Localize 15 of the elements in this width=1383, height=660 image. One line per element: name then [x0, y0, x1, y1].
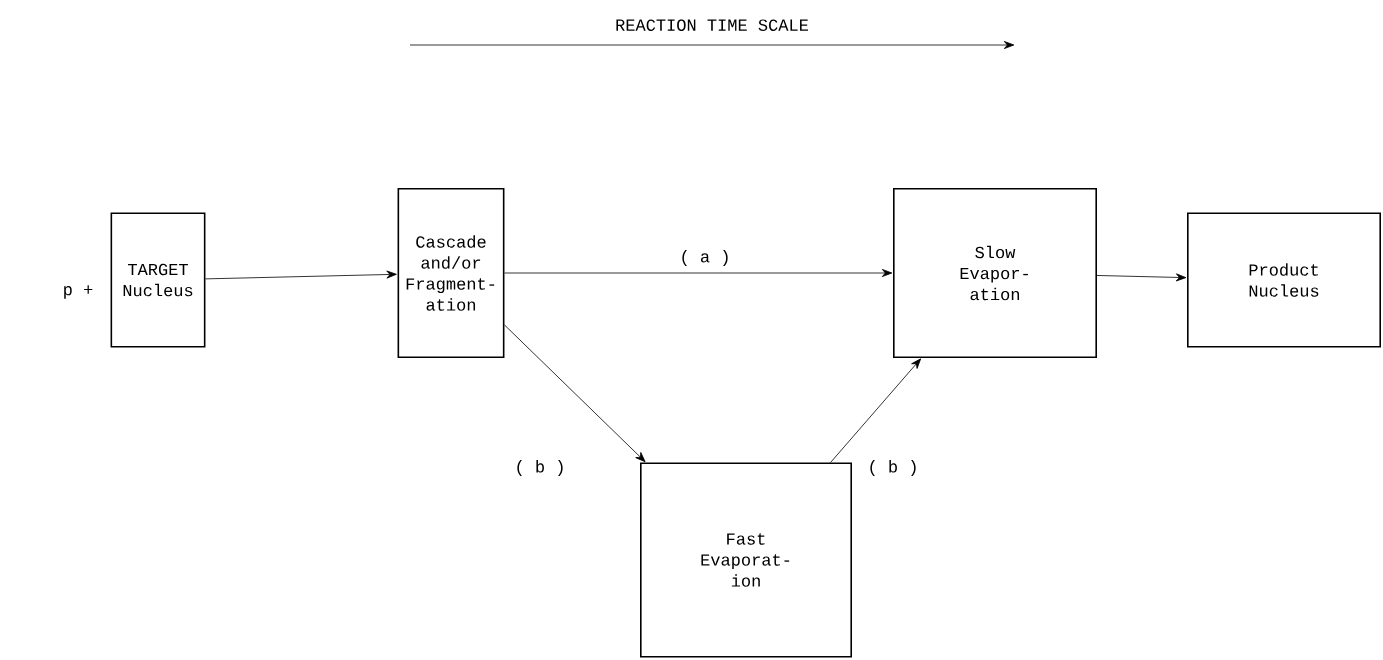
process-box: TARGET Nucleus	[110, 212, 206, 348]
edge-label: ( b )	[865, 458, 921, 478]
process-box: Product Nucleus	[1187, 212, 1381, 348]
label: p +	[64, 285, 93, 299]
title: REACTION TIME SCALE	[616, 19, 808, 31]
process-box: Cascade and/or Fragment- ation	[397, 188, 505, 358]
arrow	[504, 269, 893, 277]
arrow	[205, 270, 397, 280]
process-box: Fast Evaporat- ion	[640, 462, 852, 658]
edge-label: ( a )	[677, 248, 733, 268]
process-box: Slow Evapor- ation	[893, 188, 1097, 358]
arrow	[1096, 273, 1187, 282]
arrow	[504, 324, 646, 463]
arrow	[830, 358, 922, 463]
edge-label: ( b )	[512, 458, 568, 478]
